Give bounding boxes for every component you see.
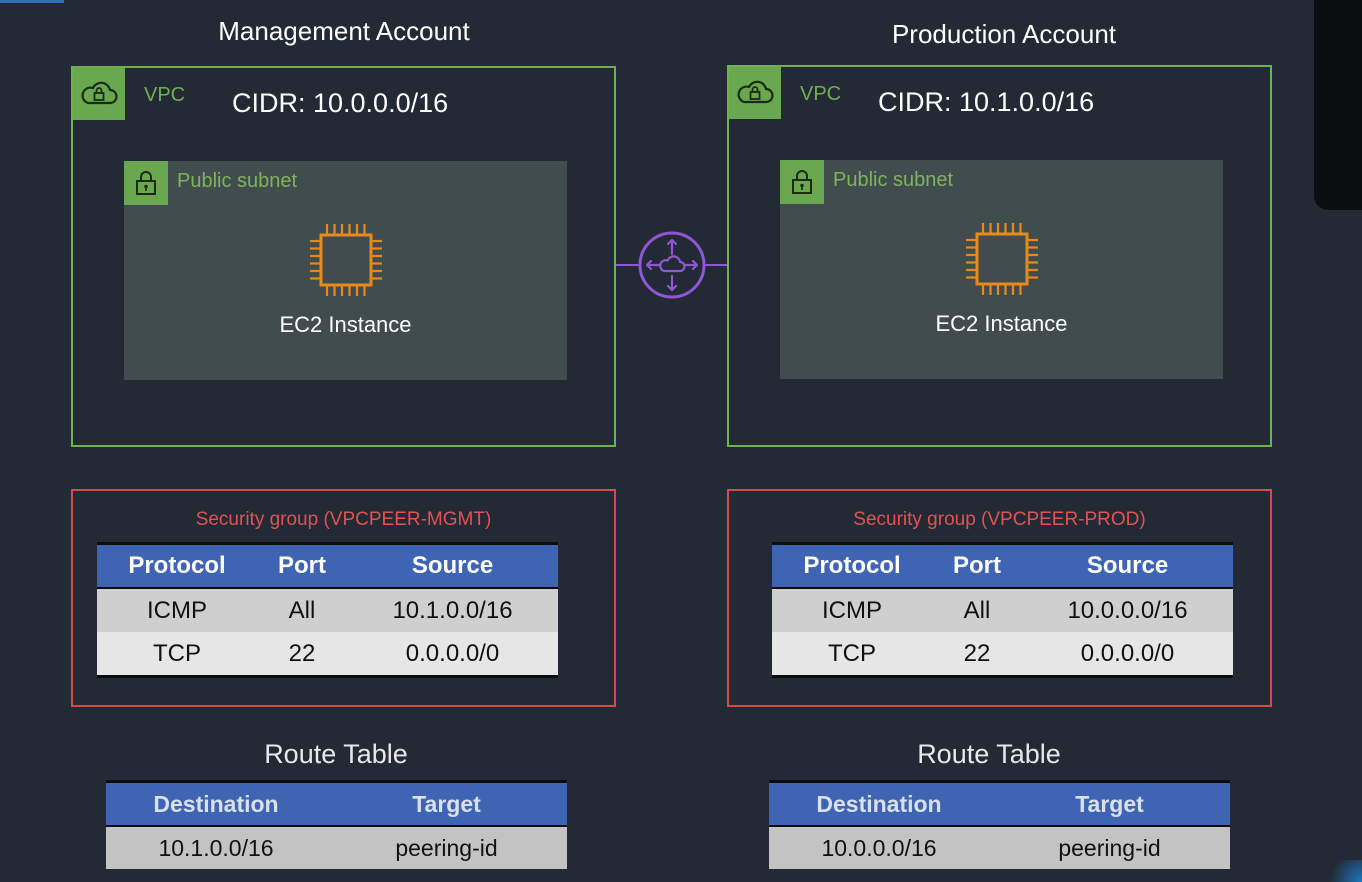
ec2-chip-icon	[307, 221, 385, 304]
vpc-label: VPC	[144, 84, 186, 106]
padlock-icon	[124, 161, 168, 205]
cell-port: 22	[257, 632, 347, 678]
vpc-cidr: CIDR: 10.1.0.0/16	[878, 87, 1095, 117]
column-header-protocol: Protocol	[772, 542, 932, 589]
cell-source: 10.1.0.0/16	[347, 588, 558, 632]
security-group-title: Security group (VPCPEER-PROD)	[853, 509, 1146, 530]
cell-destination: 10.0.0.0/16	[769, 825, 989, 869]
cell-target: peering-id	[989, 825, 1230, 869]
cell-target: peering-id	[326, 825, 567, 869]
table-header-row: Destination Target	[769, 780, 1230, 827]
column-header-target: Target	[989, 780, 1230, 827]
subnet-label: Public subnet	[177, 170, 298, 192]
vpc-cidr: CIDR: 10.0.0.0/16	[232, 88, 449, 118]
table-row: TCP 22 0.0.0.0/0	[97, 632, 558, 678]
table-row: TCP 22 0.0.0.0/0	[772, 632, 1233, 678]
cell-port: All	[257, 588, 347, 632]
security-group-table: Protocol Port Source ICMP All 10.0.0.0/1…	[772, 542, 1233, 678]
table-row: ICMP All 10.1.0.0/16	[97, 588, 558, 632]
security-group-production: Security group (VPCPEER-PROD) Protocol P…	[727, 489, 1272, 707]
column-header-destination: Destination	[769, 780, 989, 827]
table-header-row: Protocol Port Source	[97, 542, 558, 589]
column-header-protocol: Protocol	[97, 542, 257, 589]
account-title-production: Production Account	[891, 19, 1117, 49]
cell-source: 10.0.0.0/16	[1022, 588, 1233, 632]
column-header-destination: Destination	[106, 780, 326, 827]
column-header-target: Target	[326, 780, 567, 827]
vpc-cloud-lock-icon	[729, 67, 781, 119]
column-header-port: Port	[932, 542, 1022, 589]
cell-port: 22	[932, 632, 1022, 678]
route-table-management: Destination Target 10.1.0.0/16 peering-i…	[106, 780, 567, 869]
ec2-chip-icon	[963, 220, 1041, 303]
top-accent-bar	[0, 0, 64, 3]
subnet-label: Public subnet	[833, 169, 954, 191]
security-group-table: Protocol Port Source ICMP All 10.1.0.0/1…	[97, 542, 558, 678]
route-table-production: Destination Target 10.0.0.0/16 peering-i…	[769, 780, 1230, 869]
column-header-source: Source	[1022, 542, 1233, 589]
route-table-title-management: Route Table	[264, 739, 408, 769]
cell-source: 0.0.0.0/0	[347, 632, 558, 678]
edge-overlay	[1314, 0, 1362, 210]
route-table-title-production: Route Table	[917, 739, 1061, 769]
public-subnet-management: Public subnet EC2 Instance	[124, 161, 567, 380]
table-row: 10.0.0.0/16 peering-id	[769, 825, 1230, 869]
security-group-management: Security group (VPCPEER-MGMT) Protocol P…	[71, 489, 616, 707]
cell-protocol: ICMP	[97, 588, 257, 632]
cell-protocol: TCP	[772, 632, 932, 678]
table-row: ICMP All 10.0.0.0/16	[772, 588, 1233, 632]
vpc-production: VPC CIDR: 10.1.0.0/16 Public subnet	[727, 65, 1272, 447]
account-title-management: Management Account	[218, 16, 470, 46]
vpc-management: VPC CIDR: 10.0.0.0/16 Public subnet	[71, 66, 616, 447]
corner-glow	[1322, 860, 1362, 882]
cell-port: All	[932, 588, 1022, 632]
cell-protocol: TCP	[97, 632, 257, 678]
public-subnet-production: Public subnet EC2 Instance	[780, 160, 1223, 379]
vpc-peering-icon	[637, 230, 707, 305]
ec2-instance-label: EC2 Instance	[279, 312, 412, 337]
security-group-title: Security group (VPCPEER-MGMT)	[195, 509, 492, 530]
cell-source: 0.0.0.0/0	[1022, 632, 1233, 678]
table-row: 10.1.0.0/16 peering-id	[106, 825, 567, 869]
table-header-row: Protocol Port Source	[772, 542, 1233, 589]
vpc-label: VPC	[800, 83, 842, 105]
ec2-instance-label: EC2 Instance	[935, 311, 1068, 336]
column-header-port: Port	[257, 542, 347, 589]
cell-protocol: ICMP	[772, 588, 932, 632]
padlock-icon	[780, 160, 824, 204]
column-header-source: Source	[347, 542, 558, 589]
cell-destination: 10.1.0.0/16	[106, 825, 326, 869]
table-header-row: Destination Target	[106, 780, 567, 827]
vpc-cloud-lock-icon	[73, 68, 125, 120]
